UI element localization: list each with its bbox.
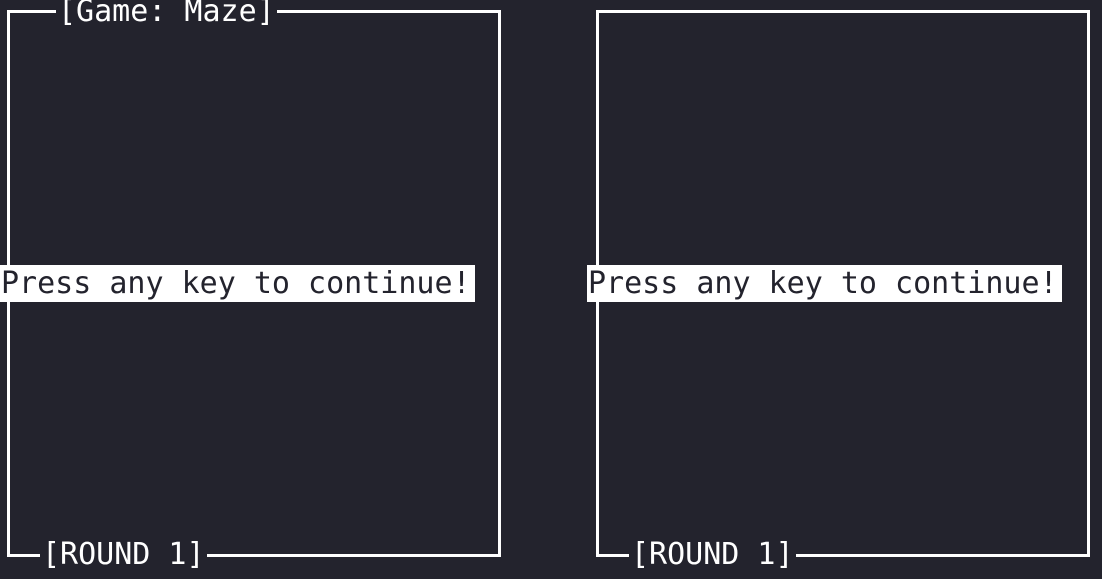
game-title: [Game: Maze] [56,0,277,27]
round-label-left: [ROUND 1] [40,537,207,572]
continue-prompt-left[interactable]: Press any key to continue! [0,265,475,302]
continue-prompt-right[interactable]: Press any key to continue! [587,265,1062,302]
round-label-right: [ROUND 1] [629,537,796,572]
